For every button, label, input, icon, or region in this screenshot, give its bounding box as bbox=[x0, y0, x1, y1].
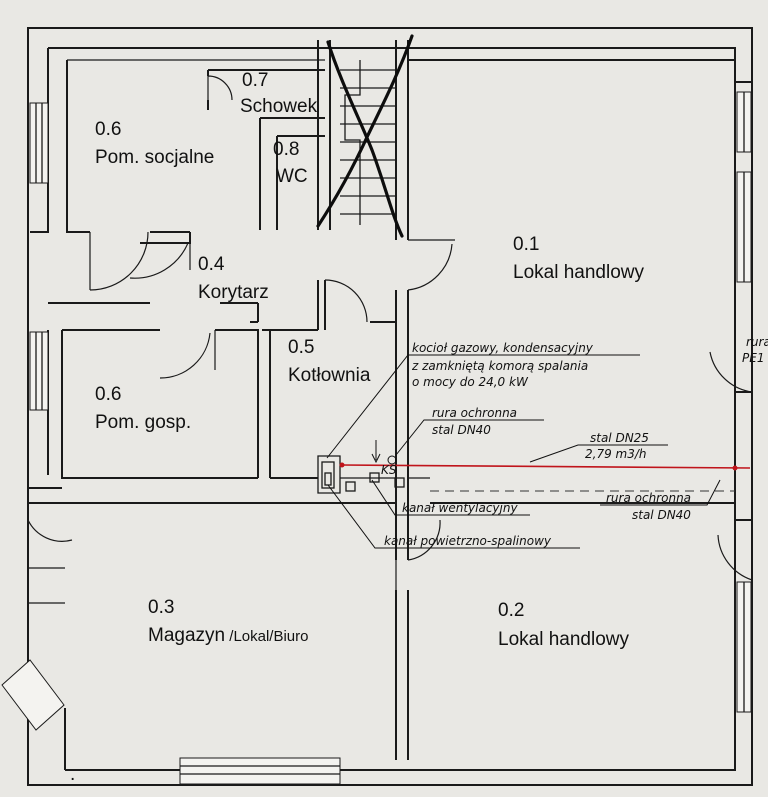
pipe-spec-line-1: stal DN25 bbox=[590, 431, 649, 445]
room-name-0-2: Lokal handlowy bbox=[498, 629, 629, 650]
room-number-0-1: 0.1 bbox=[513, 234, 539, 255]
stair-cross-out bbox=[316, 34, 414, 238]
room-name-0-7: Schowek bbox=[240, 96, 318, 117]
flue-channel-label: kanał powietrzno-spalinowy bbox=[384, 534, 552, 548]
vent-channel-label: kanał wentylacyjny bbox=[402, 501, 518, 515]
gas-pipe bbox=[341, 464, 751, 469]
ks-square bbox=[394, 477, 405, 488]
annotation-leaders bbox=[326, 354, 721, 549]
ks-mark: KS bbox=[381, 463, 397, 477]
door-swings bbox=[27, 75, 753, 590]
room-name-0-6a: Pom. socjalne bbox=[95, 147, 214, 168]
sleeve-outer-line-2: stal DN40 bbox=[632, 508, 691, 522]
gas-valve-symbol bbox=[387, 455, 397, 465]
boiler-note-line-3: o mocy do 24,0 kW bbox=[412, 375, 529, 389]
boiler-symbol bbox=[321, 461, 335, 489]
room-number-0-6b: 0.6 bbox=[95, 384, 121, 405]
room-number-0-5: 0.5 bbox=[288, 337, 314, 358]
corner-dot: . bbox=[70, 764, 75, 785]
room-number-0-3: 0.3 bbox=[148, 597, 174, 618]
gas-installation bbox=[321, 440, 751, 492]
room-name-0-8: WC bbox=[276, 166, 308, 187]
room-number-0-7: 0.7 bbox=[242, 70, 268, 91]
room-name-0-5: Kotłownia bbox=[288, 365, 371, 386]
boiler-note-line-1: kocioł gazowy, kondensacyjny bbox=[412, 341, 594, 355]
boiler-note-line-2: z zamkniętą komorą spalania bbox=[411, 359, 588, 373]
room-number-0-2: 0.2 bbox=[498, 600, 524, 621]
edge-note-rura: rura bbox=[746, 335, 768, 349]
room-name-0-3-main: Magazyn bbox=[148, 625, 225, 646]
vent-square bbox=[369, 472, 380, 483]
room-number-0-4: 0.4 bbox=[198, 254, 225, 275]
sleeve-inner-line-1: rura ochronna bbox=[432, 406, 517, 420]
windows bbox=[1, 91, 752, 785]
pipe-end-dot bbox=[339, 462, 345, 468]
room-name-0-4: Korytarz bbox=[198, 282, 269, 303]
room-name-0-6b: Pom. gosp. bbox=[95, 412, 191, 433]
room-name-0-3-suffix: /Lokal/Biuro bbox=[225, 628, 308, 645]
room-number-0-6a: 0.6 bbox=[95, 119, 121, 140]
pipe-wall-dot bbox=[732, 465, 738, 471]
room-name-0-3: Magazyn /Lokal/Biuro bbox=[148, 625, 309, 646]
edge-note-pe: PE1 bbox=[742, 351, 764, 365]
room-name-0-1: Lokal handlowy bbox=[513, 262, 644, 283]
flow-arrow bbox=[371, 440, 381, 464]
sleeve-outer-line-1: rura ochronna bbox=[606, 491, 691, 505]
sleeve-inner-line-2: stal DN40 bbox=[432, 423, 491, 437]
pipe-spec-line-2: 2,79 m3/h bbox=[585, 447, 647, 461]
room-number-0-8: 0.8 bbox=[273, 139, 299, 160]
